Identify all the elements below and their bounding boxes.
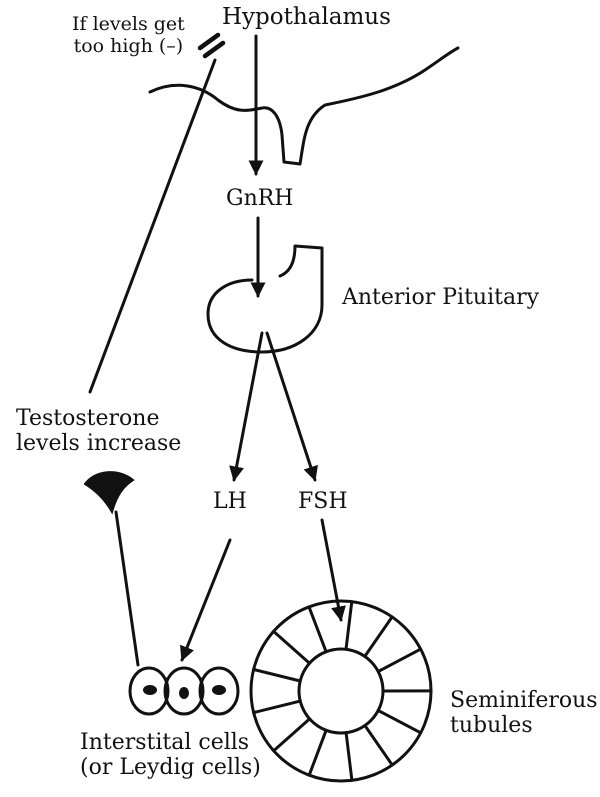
anterior-pituitary-outline — [208, 246, 322, 352]
seminiferous-line1: Seminiferous — [450, 688, 598, 713]
tubule-division — [378, 649, 421, 671]
seminiferous-tubule — [251, 601, 431, 781]
tubule-division — [309, 607, 326, 652]
arrow-pituitary-to-lh — [234, 333, 262, 480]
negative-feedback-label: If levels get too high (–) — [72, 14, 185, 58]
arrow-pituitary-to-fsh — [267, 333, 315, 480]
interstitial-line1: Interstital cells — [80, 730, 261, 755]
arrow-lh-to-interstitial — [182, 540, 230, 660]
arrow-interstitial-to-testosterone — [116, 512, 138, 665]
tubule-division — [365, 726, 392, 766]
feedback-line — [90, 60, 215, 392]
tubule-division — [254, 701, 301, 713]
arrow-fsh-to-tubules — [322, 520, 341, 620]
tubule-division — [274, 631, 310, 663]
testosterone-line2: levels increase — [16, 431, 181, 456]
tubule-division — [378, 711, 421, 733]
interstitial-line2: (or Leydig cells) — [80, 755, 261, 780]
tubule-division — [309, 730, 326, 775]
gnrh-label: GnRH — [226, 186, 294, 211]
hypothalamus-label: Hypothalamus — [222, 4, 391, 30]
seminiferous-line2: tubules — [450, 713, 598, 738]
tubule-division — [346, 602, 352, 650]
negative-feedback-line2: too high (–) — [72, 36, 185, 58]
testosterone-label: Testosterone levels increase — [16, 406, 181, 457]
arrowhead-testosterone — [85, 472, 133, 512]
testosterone-line1: Testosterone — [16, 406, 181, 431]
fsh-label: FSH — [298, 489, 348, 514]
tubule-division — [346, 733, 352, 781]
tubule-division — [365, 617, 392, 657]
tubule-division — [254, 670, 301, 682]
negative-feedback-line1: If levels get — [72, 14, 185, 36]
tubule-division — [274, 719, 310, 751]
interstitial-cells — [130, 668, 238, 714]
seminiferous-label: Seminiferous tubules — [450, 688, 598, 739]
lh-label: LH — [213, 489, 247, 514]
anterior-pituitary-label: Anterior Pituitary — [342, 285, 539, 310]
interstitial-label: Interstital cells (or Leydig cells) — [80, 730, 261, 781]
